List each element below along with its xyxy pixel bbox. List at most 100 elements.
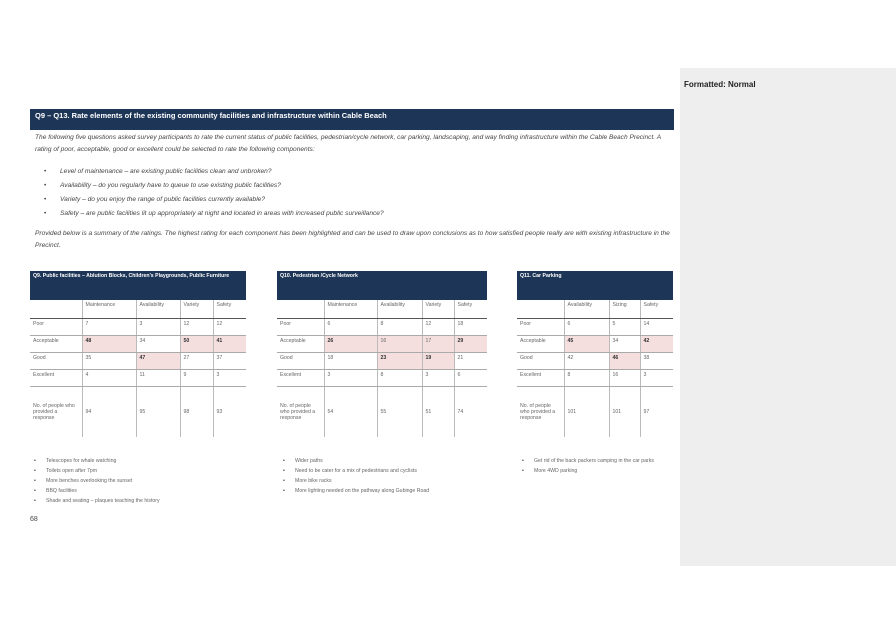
list-item: More benches overlooking the sunset [34,476,234,486]
list-item: Wider paths [283,456,483,466]
table-cell: 3 [135,318,180,336]
table-title: Q10. Pedestrian /Cycle Network [277,271,488,300]
q11-comments-list: Get rid of the back packers camping in t… [522,456,672,476]
column-header: Maintenance [323,300,377,319]
table-cell: 34 [135,335,180,353]
comment-pane-title: Formatted: Normal [684,80,756,89]
table-title: Q9. Public facilities – Ablution Blocks,… [30,271,247,300]
table-cell: 3 [421,369,454,387]
table-cell: 11 [135,369,180,387]
table-cell: 95 [135,386,180,437]
table-cell: 21 [453,352,488,370]
table-cell: 35 [81,352,136,370]
row-label: Poor [30,318,82,336]
table-cell: 6 [323,318,377,336]
list-item: Telescopes for whale watching [34,456,234,466]
rating-components-list: Level of maintenance – are existing publ… [44,165,384,221]
row-label: Excellent [517,369,564,387]
table-cell: 4 [81,369,136,387]
summary-paragraph: Provided below is a summary of the ratin… [35,230,670,249]
table-row: Acceptable 26 16 17 29 [277,335,488,353]
table-cell: 27 [179,352,213,370]
table-header-row: Availability Sizing Safety [517,300,674,319]
table-cell: 8 [563,369,609,387]
table-row: Acceptable 48 34 50 41 [30,335,247,353]
row-label: Poor [277,318,324,336]
table-cell: 12 [179,318,213,336]
highlighted-cell: 41 [212,335,247,353]
q9-comments-list: Telescopes for whale watching Toilets op… [34,456,234,506]
table-cell: 8 [376,318,422,336]
column-header: Safety [639,300,674,319]
page-number: 68 [30,516,38,523]
list-item: Availability – do you regularly have to … [44,179,384,193]
highlighted-cell: 16 [376,335,422,353]
row-label: Poor [517,318,564,336]
highlighted-cell: 45 [563,335,609,353]
highlighted-cell: 17 [421,335,454,353]
row-label: Acceptable [277,335,324,353]
row-label: No. of people who provided a response [520,403,556,421]
column-header: Safety [212,300,247,319]
table-cell: 37 [212,352,247,370]
row-label: Good [30,352,82,370]
table-cell: 3 [639,369,674,387]
table-cell: 54 [323,386,377,437]
table-cell: 42 [563,352,609,370]
highlighted-cell: 19 [421,352,454,370]
table-cell: 18 [453,318,488,336]
highlighted-cell: 23 [376,352,422,370]
table-cell: 9 [179,369,213,387]
table-cell: 74 [453,386,488,437]
comment-pane: Formatted: Normal [680,68,896,566]
column-header: Maintenance [81,300,136,319]
table-cell: 5 [608,318,640,336]
q10-comments-list: Wider paths Need to be cater for a mix o… [283,456,483,496]
row-label: Excellent [277,369,324,387]
column-header: Availability [563,300,609,319]
row-label: Good [517,352,564,370]
highlighted-cell: 26 [323,335,377,353]
list-item: Toilets open after 7pm [34,466,234,476]
table-cell: 3 [323,369,377,387]
list-item: Get rid of the back packers camping in t… [522,456,672,466]
table-row: No. of people who provided a response 54… [277,386,488,437]
q11-car-parking-table: Q11. Car Parking Availability Sizing Saf… [517,271,674,437]
table-cell: 18 [323,352,377,370]
intro-paragraph: The following five questions asked surve… [35,134,661,153]
table-row: Excellent 8 16 3 [517,369,674,387]
table-row: Poor 6 8 12 18 [277,318,488,336]
row-label: No. of people who provided a response [280,403,316,421]
table-cell: 101 [563,386,609,437]
table-cell: 34 [608,335,640,353]
table-row: Good 42 46 38 [517,352,674,370]
row-label: Excellent [30,369,82,387]
table-cell: 3 [212,369,247,387]
table-row: No. of people who provided a response 94… [30,386,247,437]
row-label: Acceptable [30,335,82,353]
table-row: Poor 7 3 12 12 [30,318,247,336]
table-row: No. of people who provided a response 10… [517,386,674,437]
column-header: Safety [453,300,488,319]
table-header-row: Maintenance Availability Variety Safety [30,300,247,319]
table-cell: 6 [563,318,609,336]
table-cell: 93 [212,386,247,437]
row-label: Good [277,352,324,370]
list-item: BBQ facilities [34,486,234,496]
q9-public-facilities-table: Q9. Public facilities – Ablution Blocks,… [30,271,247,437]
table-cell: 98 [179,386,213,437]
row-label: Acceptable [517,335,564,353]
table-cell: 51 [421,386,454,437]
table-cell: 12 [421,318,454,336]
column-header: Availability [135,300,180,319]
table-row: Excellent 3 8 3 6 [277,369,488,387]
highlighted-cell: 47 [135,352,180,370]
list-item: Need to be cater for a mix of pedestrian… [283,466,483,476]
highlighted-cell: 29 [453,335,488,353]
list-item: Shade and seating – plaques teaching the… [34,496,234,506]
table-cell: 55 [376,386,422,437]
column-header: Variety [179,300,213,319]
list-item: More lighting needed on the pathway alon… [283,486,483,496]
list-item: Level of maintenance – are existing publ… [44,165,384,179]
table-row: Good 18 23 19 21 [277,352,488,370]
